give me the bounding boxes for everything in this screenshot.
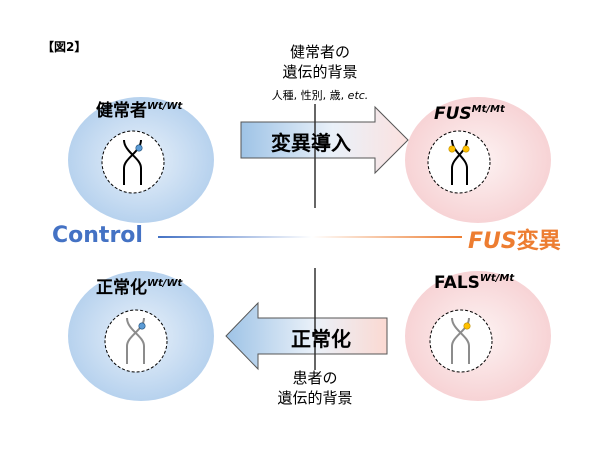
fus-mutant-nucleus xyxy=(427,130,491,194)
normalization-arrow xyxy=(225,301,388,371)
healthy-name: 健常者 xyxy=(96,101,147,121)
mt-allele-marker xyxy=(462,145,470,153)
top-caption-sub-etc: etc. xyxy=(347,89,369,102)
fus-mutant-label: FUSMt/Mt xyxy=(434,104,505,124)
fals-name: FALS xyxy=(434,273,480,293)
fals-chromosome-pair xyxy=(451,317,470,364)
corrected-label: 正常化Wt/Wt xyxy=(96,273,182,298)
top-caption-line2: 遺伝的背景 xyxy=(282,63,358,81)
healthy-nucleus xyxy=(101,130,165,194)
top-caption-line1: 健常者の xyxy=(289,43,350,61)
mt-allele-marker xyxy=(463,322,471,330)
top-caption-sub-text: 人種, 性別, 歳, xyxy=(271,89,348,102)
mutation-introduction-label: 変異導入 xyxy=(271,131,351,155)
mutation-word: 変異 xyxy=(516,229,561,254)
corrected-name: 正常化 xyxy=(96,278,147,298)
fals-label: FALSWt/Mt xyxy=(434,273,514,293)
healthy-genotype: Wt/Wt xyxy=(147,101,183,112)
corrected-chromosome-pair xyxy=(126,317,145,364)
fals-genotype: Wt/Mt xyxy=(479,273,515,284)
mutation-introduction-arrow xyxy=(240,105,409,175)
bottom-caption: 患者の 遺伝的背景 xyxy=(250,368,380,408)
healthy-label: 健常者Wt/Wt xyxy=(96,96,182,121)
fus-gene-name: FUS xyxy=(468,229,517,254)
wt-allele-marker xyxy=(135,144,143,152)
control-axis-label: Control xyxy=(52,223,143,248)
bottom-caption-line1: 患者の xyxy=(292,369,338,387)
axis-line-fus xyxy=(312,236,462,238)
top-caption-sub: 人種, 性別, 歳, etc. xyxy=(232,87,408,103)
axis-line-control xyxy=(158,236,312,238)
fals-nucleus xyxy=(429,309,493,373)
corrected-nucleus xyxy=(104,309,168,373)
mt-allele-marker xyxy=(448,145,456,153)
fus-mutant-name: FUS xyxy=(434,104,472,124)
healthy-chromosome-pair xyxy=(123,139,142,185)
corrected-genotype: Wt/Wt xyxy=(147,278,183,289)
fus-mutant-chromosome-pair xyxy=(451,139,468,185)
figure-label: 【図2】 xyxy=(42,40,87,54)
bottom-caption-line2: 遺伝的背景 xyxy=(277,389,353,407)
fus-mutation-axis-label: FUS変異 xyxy=(468,223,561,255)
fus-mutant-genotype: Mt/Mt xyxy=(471,104,505,115)
wt-allele-marker xyxy=(138,322,146,330)
top-caption: 健常者の 遺伝的背景 xyxy=(240,42,400,82)
normalization-label: 正常化 xyxy=(291,327,351,351)
